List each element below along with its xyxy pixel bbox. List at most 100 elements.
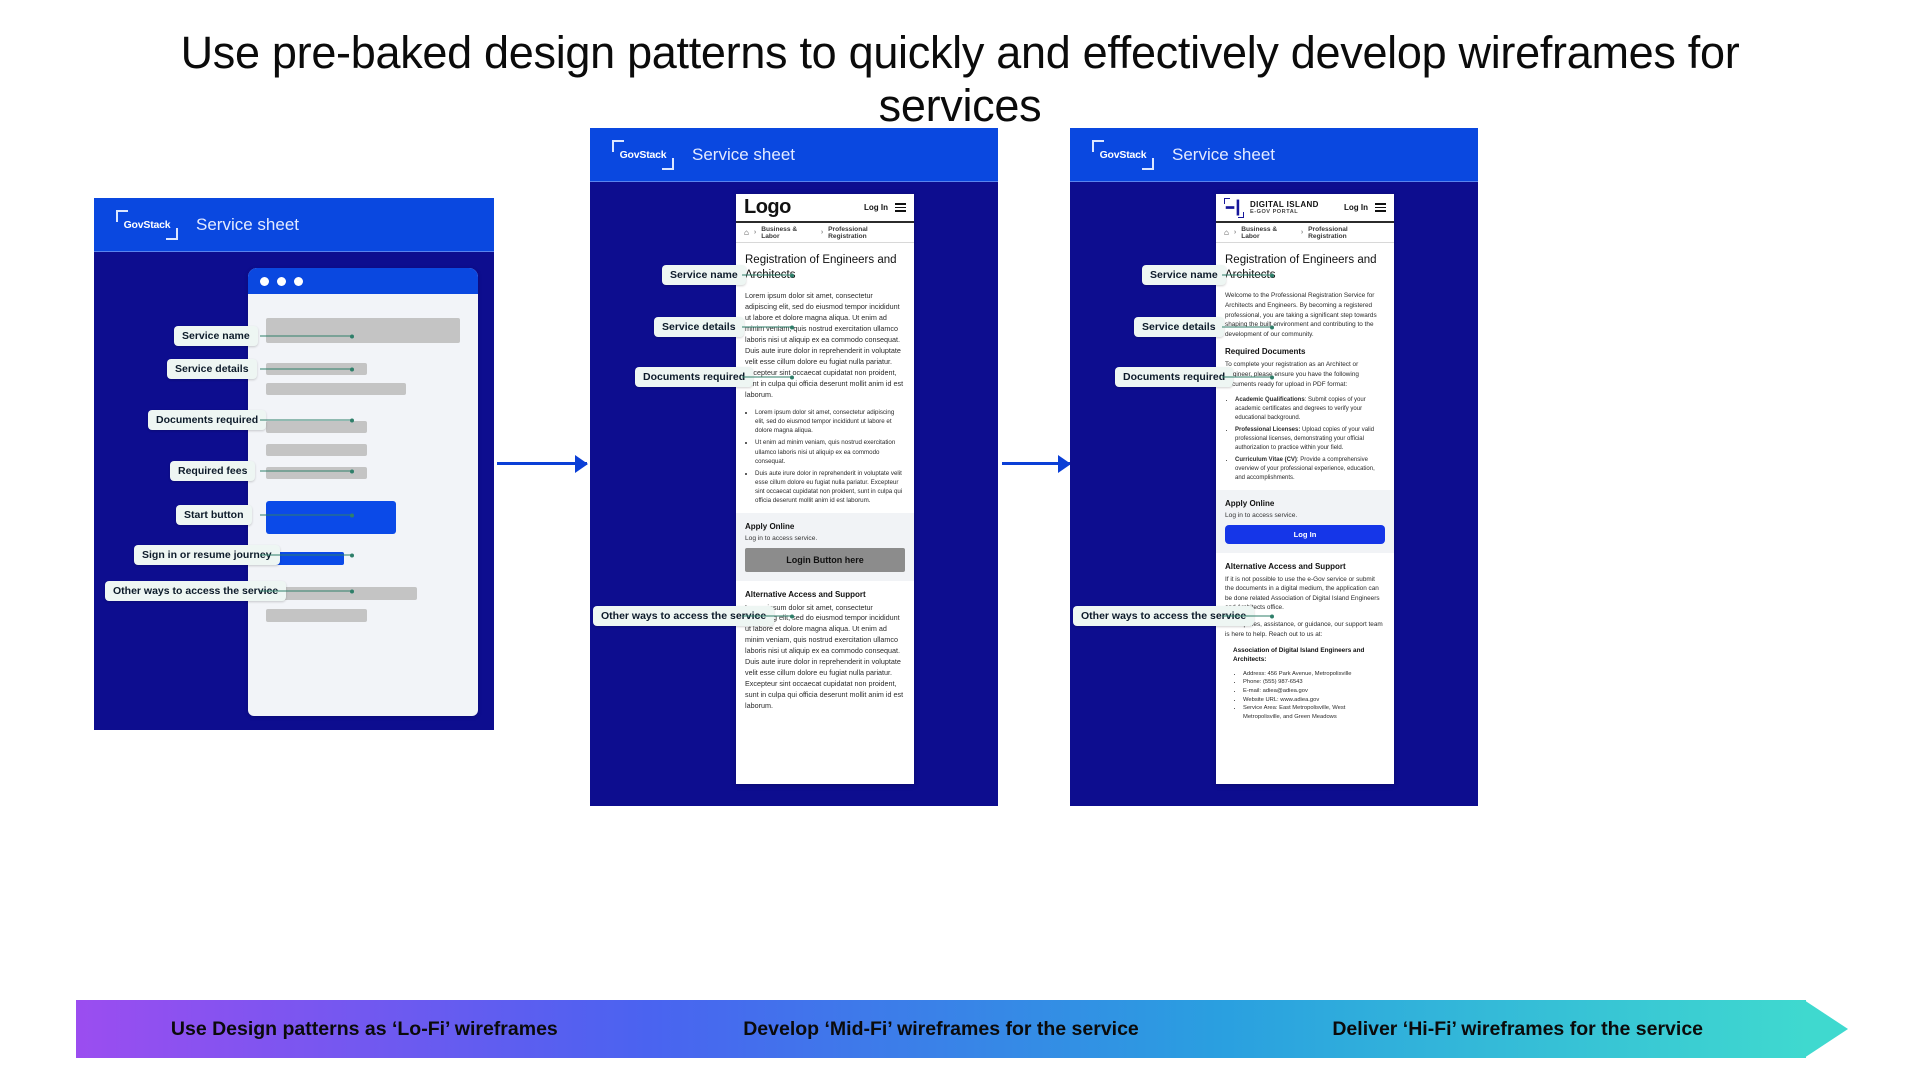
govstack-logo-icon: GovStack (1092, 139, 1154, 170)
leader-line (1222, 273, 1274, 277)
digital-island-logo-icon: ━┃ (1224, 197, 1244, 218)
panel-midfi-topbar: GovStack Service sheet (590, 128, 998, 182)
breadcrumb-separator: › (1233, 229, 1237, 236)
placeholder-bar-service-name (266, 318, 460, 343)
breadcrumb-item-professional-registration[interactable]: Professional Registration (1308, 225, 1348, 240)
hamburger-menu-icon[interactable] (895, 203, 906, 212)
home-icon[interactable]: ⌂ (744, 228, 749, 237)
page-heading: Registration of Engineers and Architects (1225, 254, 1377, 281)
window-dot-icon (294, 276, 303, 286)
lofi-browser-mockup (248, 268, 478, 716)
login-button[interactable]: Log In (1225, 524, 1385, 544)
govstack-logo-icon: GovStack (612, 139, 674, 170)
callout-sign-in-resume: Sign in or resume journey (134, 545, 280, 565)
contact-title: Association of Digital Island Engineers … (1233, 647, 1365, 664)
leader-line (260, 334, 354, 338)
callout-other-ways: Other ways to access the service (593, 606, 775, 626)
list-item: Service Area: East Metropolisville, West… (1243, 704, 1385, 721)
alternative-access-body: Lorem ipsum dolor sit amet, consectetur … (745, 602, 904, 710)
intro-paragraph: Welcome to the Professional Registration… (1225, 292, 1377, 338)
apply-online-heading: Apply Online (745, 521, 795, 531)
banner-step-midfi: Develop ‘Mid-Fi’ wireframes for the serv… (743, 1017, 1139, 1040)
placeholder-bar-details-2 (266, 383, 406, 395)
leader-line (742, 375, 794, 379)
list-item: E-mail: adiea@adiea.gov (1243, 687, 1385, 696)
callout-required-fees: Required fees (170, 461, 256, 481)
hamburger-menu-icon[interactable] (1375, 203, 1386, 212)
leader-line (260, 553, 354, 557)
leader-line (742, 273, 794, 277)
callout-service-name: Service name (174, 326, 258, 346)
leader-line (1222, 614, 1274, 618)
banner-step-lofi: Use Design patterns as ‘Lo-Fi’ wireframe… (170, 1017, 558, 1040)
panel-midfi-title: Service sheet (692, 144, 795, 164)
leader-line (742, 614, 794, 618)
placeholder-bar-other-2 (266, 609, 367, 622)
breadcrumb-item-professional-registration[interactable]: Professional Registration (828, 225, 868, 240)
breadcrumb-separator: › (1300, 229, 1304, 236)
alternative-access-body-2: For inquiries, assistance, or guidance, … (1225, 620, 1383, 638)
list-item-text: : Provide a comprehensive overview of yo… (1235, 457, 1375, 481)
hifi-card-body: Registration of Engineers and Architects… (1216, 243, 1394, 732)
alternative-access-heading: Alternative Access and Support (1225, 561, 1346, 571)
midfi-page-mockup: Logo Log In ⌂ › Business & Labor › Profe… (736, 194, 914, 784)
placeholder-start-button[interactable] (266, 501, 396, 534)
page-title: Use pre-baked design patterns to quickly… (180, 27, 1740, 132)
callout-other-ways: Other ways to access the service (105, 581, 287, 601)
panel-hifi-wireframe: GovStack Service sheet ━┃ DIGITAL ISLAND… (1070, 128, 1478, 806)
list-item: Phone: (555) 987-6543 (1243, 678, 1385, 687)
midfi-card-body: Registration of Engineers and Architects… (736, 243, 914, 729)
panel-lofi-wireframe: GovStack Service sheet (94, 198, 494, 730)
callout-documents-required: Documents required (1115, 367, 1234, 387)
placeholder-bar-docs-2 (266, 444, 367, 456)
brand-name: DIGITAL ISLAND (1250, 200, 1319, 209)
callout-service-details: Service details (167, 359, 257, 379)
alternative-access-body-1: If it is not possible to use the e-Gov s… (1225, 575, 1380, 612)
leader-line (1222, 375, 1274, 379)
list-item: Address: 456 Park Avenue, Metropolisvill… (1243, 670, 1385, 679)
list-item: Ut enim ad minim veniam, quis nostrud ex… (755, 438, 905, 466)
required-documents-heading: Required Documents (1225, 347, 1306, 357)
breadcrumb-item-business-labor[interactable]: Business & Labor (761, 225, 798, 240)
placeholder-bar-fees (266, 467, 367, 479)
home-icon[interactable]: ⌂ (1224, 228, 1229, 237)
panel-lofi-title: Service sheet (196, 214, 299, 234)
callout-documents-required: Documents required (148, 410, 267, 430)
contact-block: Association of Digital Island Engineers … (1233, 646, 1385, 722)
panel-hifi-title: Service sheet (1172, 144, 1275, 164)
required-documents-intro: To complete your registration as an Arch… (1225, 361, 1359, 388)
breadcrumb-item-business-labor[interactable]: Business & Labor (1241, 225, 1278, 240)
login-button[interactable]: Login Button here (745, 547, 905, 572)
list-item-label: Academic Qualifications (1235, 397, 1305, 404)
apply-online-subtext: Log in to access service. (1225, 511, 1298, 519)
breadcrumb-separator: › (753, 229, 757, 236)
callout-documents-required: Documents required (635, 367, 754, 387)
browser-chrome (248, 268, 478, 294)
panel-lofi-topbar: GovStack Service sheet (94, 198, 494, 252)
leader-line (1222, 325, 1274, 329)
leader-line (742, 325, 794, 329)
apply-online-subtext: Log in to access service. (745, 534, 818, 542)
panel-midfi-wireframe: GovStack Service sheet Logo Log In ⌂ › B… (590, 128, 998, 806)
callout-other-ways: Other ways to access the service (1073, 606, 1255, 626)
callout-start-button: Start button (176, 505, 252, 525)
lofi-placeholder-body (248, 294, 478, 622)
leader-line (260, 589, 354, 593)
contact-list: Address: 456 Park Avenue, Metropolisvill… (1243, 670, 1385, 722)
placeholder-bar-docs-1 (266, 421, 367, 433)
window-dot-icon (277, 276, 286, 286)
site-header: ━┃ DIGITAL ISLAND E-GOV PORTAL Log In (1216, 194, 1394, 223)
govstack-logo-icon: GovStack (116, 209, 178, 240)
process-banner: Use Design patterns as ‘Lo-Fi’ wireframe… (76, 1000, 1848, 1058)
alternative-access-heading: Alternative Access and Support (745, 589, 866, 599)
apply-online-section: Apply Online Log in to access service. L… (736, 512, 914, 581)
window-dot-icon (260, 276, 269, 286)
list-item: Duis aute irure dolor in reprehenderit i… (755, 469, 905, 506)
login-link[interactable]: Log In (1344, 203, 1368, 212)
apply-online-section: Apply Online Log in to access service. L… (1216, 489, 1394, 553)
login-link[interactable]: Log In (864, 203, 888, 212)
leader-line (260, 418, 354, 422)
site-logo: Logo (744, 196, 791, 218)
breadcrumb-separator: › (820, 229, 824, 236)
